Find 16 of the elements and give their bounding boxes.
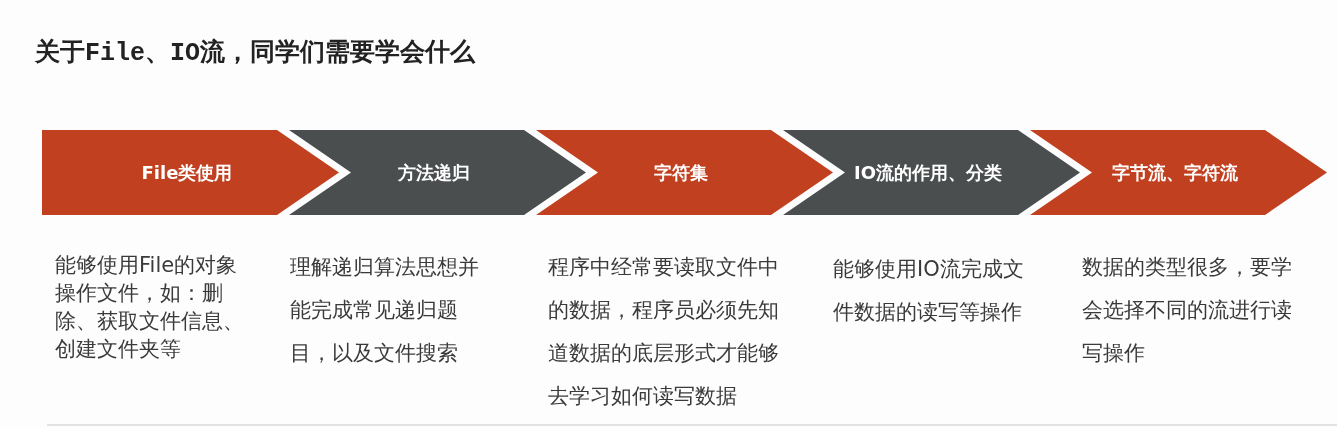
chevron-step [536,130,833,215]
chevron-step [783,130,1080,215]
step-description: 能够使用File的对象操作文件，如：删除、获取文件信息、创建文件夹等 [55,252,245,363]
step-description: 程序中经常要读取文件中的数据，程序员必须先知道数据的底层形式才能够去学习如何读写数据 [548,254,780,410]
step-title: IO流的作用、分类 [854,160,1002,185]
step-title: 方法递归 [398,160,470,185]
step-description: 理解递归算法思想并能完成常见递归题目，以及文件搜索 [290,254,480,367]
step-title: File类使用 [141,160,233,185]
page-title: 关于File、IO流，同学们需要学会什么 [35,38,475,70]
step-title: 字符集 [654,160,708,185]
chevron-step [42,130,339,215]
chevron-step [1030,130,1327,215]
step-description: 数据的类型很多，要学会选择不同的流进行读写操作 [1082,254,1293,367]
chevron-step [289,130,586,215]
step-description: 能够使用IO流完成文件数据的读写等操作 [833,256,1025,326]
step-title: 字节流、字符流 [1112,160,1238,185]
